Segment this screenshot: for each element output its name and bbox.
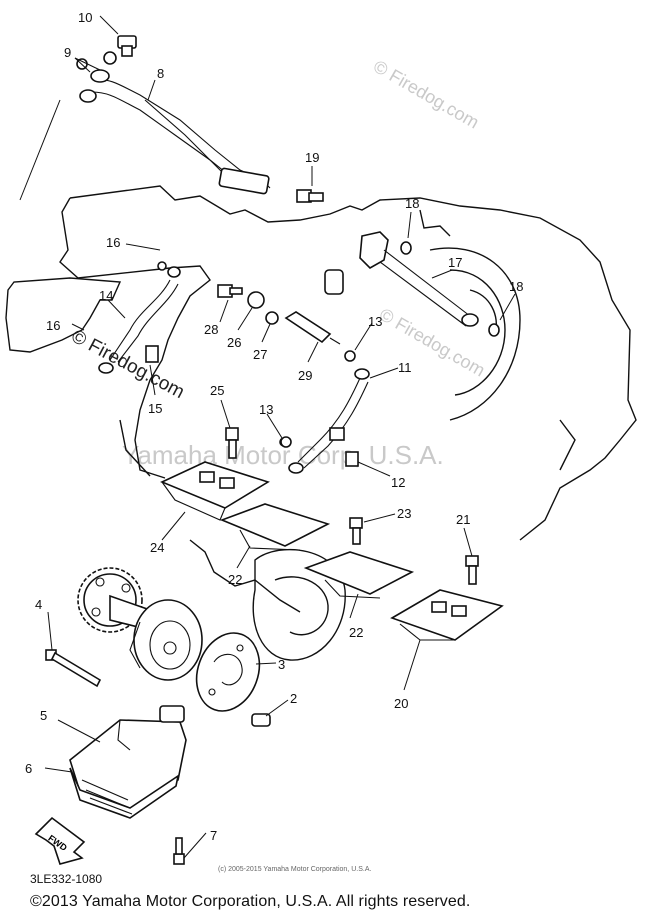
- dowel-part-2: [251, 713, 271, 727]
- callout-16a: 16: [106, 235, 120, 250]
- callouts: 10 9 8 19 18 17 18 16 14 16 15 28 26 27 …: [25, 10, 523, 843]
- callout-5: 5: [40, 708, 47, 723]
- callout-18a: 18: [405, 196, 419, 211]
- callout-8: 8: [157, 66, 164, 81]
- callout-13b: 13: [259, 402, 273, 417]
- callout-2: 2: [290, 691, 297, 706]
- callout-24: 24: [150, 540, 164, 555]
- bolt-part-21: [465, 555, 479, 585]
- callout-28: 28: [204, 322, 218, 337]
- copyright-notice: ©2013 Yamaha Motor Corporation, U.S.A. A…: [30, 893, 471, 910]
- callout-11: 11: [398, 360, 412, 375]
- fwd-arrow: FWD: [34, 816, 86, 865]
- callout-10: 10: [78, 10, 92, 25]
- callout-29: 29: [298, 368, 312, 383]
- oil-strainer-part-5: [69, 705, 187, 813]
- bolt-part-7: [173, 837, 185, 865]
- callout-16b: 16: [46, 318, 60, 333]
- callout-25: 25: [210, 383, 224, 398]
- pump-cover-part-3: [195, 632, 261, 712]
- oil-pipe-assembly: [79, 69, 271, 195]
- bolt-part-4: [45, 649, 102, 688]
- callout-6: 6: [25, 761, 32, 776]
- leader-lines: [19, 15, 516, 859]
- callout-4: 4: [35, 597, 42, 612]
- callout-22a: 22: [228, 572, 242, 587]
- callout-23: 23: [397, 506, 411, 521]
- callout-21: 21: [456, 512, 470, 527]
- callout-17: 17: [448, 255, 462, 270]
- baffle-plate-22a: [219, 503, 331, 551]
- watermark-layer: © Firedog.com © Firedog.com Yamaha Motor…: [68, 56, 489, 470]
- oil-strainer-mesh-part-6: [69, 767, 180, 819]
- bolt-part-19: [296, 189, 324, 203]
- bolt-part-10: [117, 35, 137, 57]
- oil-pipe-part-17: [359, 231, 500, 337]
- pump-drive-parts: [217, 284, 341, 345]
- callout-20: 20: [394, 696, 408, 711]
- engine-crankcase: [5, 185, 637, 661]
- callout-26: 26: [227, 335, 241, 350]
- callout-7: 7: [210, 828, 217, 843]
- callout-27: 27: [253, 347, 267, 362]
- watermark-firedog-top: © Firedog.com: [370, 56, 482, 132]
- oil-pipe-part-14: [98, 261, 181, 374]
- oil-pump-assembly: [77, 567, 203, 681]
- bolt-part-23: [349, 517, 363, 545]
- callout-3: 3: [278, 657, 285, 672]
- baffle-plate-22b: [303, 551, 415, 599]
- baffle-plate-20: [390, 589, 504, 641]
- callout-9: 9: [64, 45, 71, 60]
- callout-12: 12: [391, 475, 405, 490]
- baffle-plate-24: [160, 461, 270, 521]
- callout-14: 14: [99, 288, 113, 303]
- diagram-reference-code: 3LE332-1080: [30, 872, 103, 886]
- callout-13a: 13: [368, 314, 382, 329]
- callout-15: 15: [148, 401, 162, 416]
- callout-18b: 18: [509, 279, 523, 294]
- callout-22b: 22: [349, 625, 363, 640]
- callout-19: 19: [305, 150, 319, 165]
- small-copyright-note: (c) 2005-2015 Yamaha Motor Corporation, …: [218, 866, 372, 873]
- bolt-part-25: [225, 427, 239, 459]
